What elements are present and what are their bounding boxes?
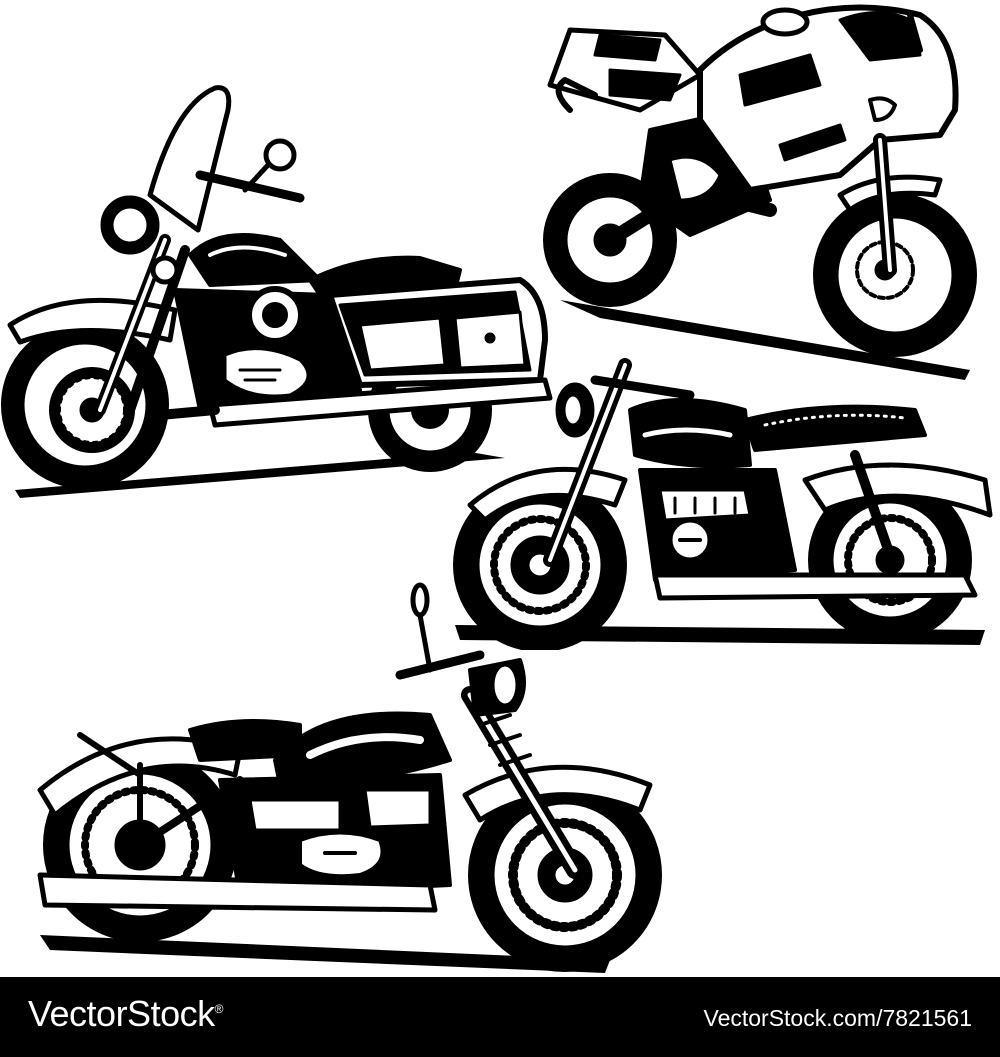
brand-name: VectorStock	[28, 993, 215, 1034]
image-reference: VectorStock.com/7821561	[703, 1005, 973, 1031]
touring-motorcycle	[1, 85, 553, 498]
vectorstock-logo: VectorStock®	[28, 993, 223, 1035]
classic-motorcycle-bottom	[37, 582, 662, 973]
illustration-canvas	[1, 4, 993, 973]
classic-motorcycle-middle	[453, 358, 993, 650]
registered-mark: ®	[214, 1002, 224, 1016]
sport-motorcycle	[543, 4, 977, 380]
watermark-bar: VectorStock® VectorStock.com/7821561	[0, 977, 1000, 1057]
